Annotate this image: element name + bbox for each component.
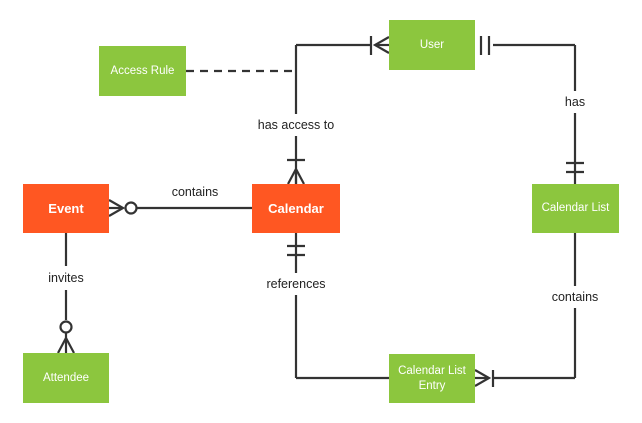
- relationship-label-has: has: [561, 95, 589, 109]
- entity-attendee[interactable]: Attendee: [23, 353, 109, 403]
- relationship-label-invites: invites: [45, 271, 87, 285]
- entity-access-rule-label: Access Rule: [110, 64, 175, 77]
- circle-event-right-optional: [124, 201, 138, 215]
- entity-user-label: User: [419, 38, 445, 51]
- entity-attendee-label: Attendee: [42, 371, 90, 384]
- entity-calendar-list-label: Calendar List: [541, 202, 610, 214]
- relationship-label-contains-calendarlist-entry-text: contains: [551, 290, 599, 304]
- relationship-label-has-access-to-text: has access to: [257, 118, 335, 132]
- relationship-label-contains-event-calendar-text: contains: [171, 185, 219, 199]
- entity-user[interactable]: User: [389, 20, 475, 70]
- entity-event-label: Event: [48, 201, 84, 216]
- entity-calendar-label: Calendar: [268, 201, 324, 216]
- relationship-label-references: references: [263, 277, 329, 291]
- crowfoot-attendee-top-foot: [57, 335, 75, 354]
- relationship-label-references-text: references: [266, 277, 326, 291]
- entity-calendar-list-entry-label: Calendar List Entry: [398, 364, 466, 392]
- entity-event[interactable]: Event: [23, 184, 109, 233]
- relationship-label-has-text: has: [564, 95, 586, 109]
- relationship-label-contains-event-calendar: contains: [168, 185, 222, 199]
- relationship-label-has-access-to: has access to: [254, 118, 338, 132]
- entity-calendar[interactable]: Calendar: [252, 184, 340, 233]
- entity-calendar-list-entry[interactable]: Calendar List Entry: [389, 354, 475, 403]
- relationship-label-invites-text: invites: [48, 271, 84, 285]
- entity-calendar-list[interactable]: Calendar List: [532, 184, 619, 233]
- relationship-label-contains-calendarlist-entry: contains: [548, 290, 602, 304]
- circle-attendee-top-optional: [59, 320, 73, 334]
- entity-access-rule[interactable]: Access Rule: [99, 46, 186, 96]
